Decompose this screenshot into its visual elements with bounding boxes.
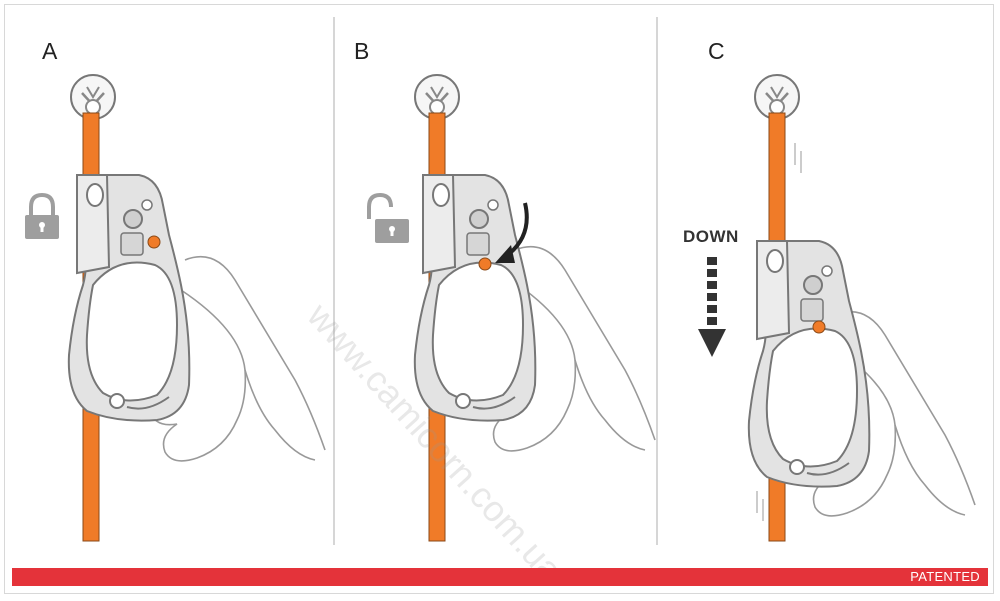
- padlock-open-icon: [367, 193, 411, 245]
- anchor-ring-icon: [69, 73, 117, 121]
- footer-bar: PATENTED: [12, 568, 988, 586]
- anchor-ring-icon: [413, 73, 461, 121]
- trigger-button: [812, 320, 826, 334]
- padlock-closed-icon: [23, 193, 61, 241]
- diagram-frame: A B C DOWN www.camicorn.com.ua: [4, 4, 994, 594]
- trigger-button: [147, 235, 161, 249]
- panel-a: [23, 73, 326, 542]
- trigger-button: [478, 257, 492, 271]
- ascender-device: [68, 175, 190, 421]
- diagram-artwork: [23, 17, 976, 545]
- arrow-down-dashed-icon: [698, 257, 726, 357]
- down-label: DOWN: [683, 227, 739, 246]
- panel-b: [367, 73, 656, 542]
- anchor-ring-icon: [753, 73, 801, 121]
- panel-c: [698, 73, 976, 542]
- panel-label-c: C: [708, 38, 725, 64]
- ascender-device: [748, 241, 870, 487]
- patented-label: PATENTED: [910, 569, 980, 584]
- curved-arrow-head: [495, 245, 515, 263]
- panel-label-b: B: [354, 38, 370, 64]
- ascender-device: [414, 175, 536, 421]
- panel-label-a: A: [42, 38, 58, 64]
